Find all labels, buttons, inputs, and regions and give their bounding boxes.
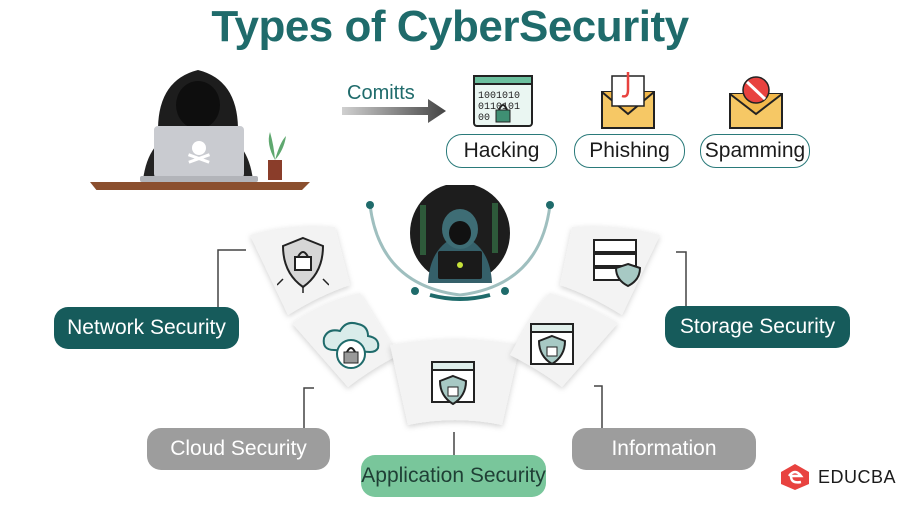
phishing-envelope-icon: [601, 72, 655, 129]
svg-text:00 10: 00 10: [478, 113, 508, 124]
svg-text:0110101: 0110101: [478, 102, 520, 113]
cloud-lock-icon: [322, 321, 380, 369]
threat-phishing: Phishing: [574, 134, 685, 168]
category-cloud-security: Cloud Security: [147, 428, 330, 470]
threat-spamming: Spamming: [700, 134, 810, 168]
category-application-security: Application Security: [361, 455, 546, 497]
hacker-desk-illustration: [90, 70, 310, 190]
category-network-security: Network Security: [54, 307, 239, 349]
server-shield-icon: [593, 239, 642, 288]
binary-lock-icon: 1001010 0110101 00 10: [473, 75, 533, 127]
category-information-security: Information Security: [572, 428, 756, 502]
spam-envelope-icon: [729, 76, 783, 129]
central-hacker-emblem: [366, 185, 554, 301]
info-window-shield-icon: [530, 323, 574, 366]
svg-text:1001010: 1001010: [478, 91, 520, 102]
educba-logo-icon: [781, 464, 809, 490]
leader-lines: [217, 249, 687, 458]
brand-name: EDUCBA: [818, 467, 897, 487]
app-window-shield-icon: [431, 361, 475, 406]
commits-label: Comitts: [347, 82, 415, 104]
network-shield-icon: [277, 236, 329, 293]
page-title: Types of CyberSecurity: [211, 2, 689, 51]
category-storage-security: Storage Security: [665, 306, 850, 348]
threat-hacking: Hacking: [446, 134, 557, 168]
commits-arrow-icon: [342, 99, 446, 123]
